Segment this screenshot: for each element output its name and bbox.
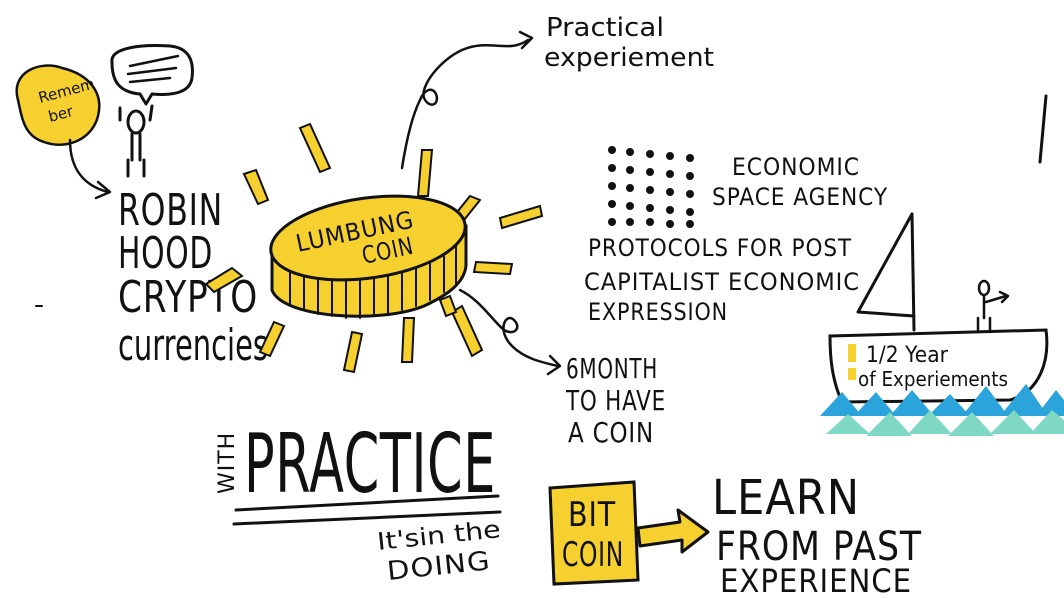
protocols-line-3: EXPRESSION (588, 298, 728, 326)
bitcoin-box: BIT COIN (548, 480, 640, 586)
learn-line-3: EXPERIENCE (720, 562, 912, 598)
robin-line-4: currencies (118, 320, 268, 371)
wave-icon (820, 384, 1064, 436)
learn-line-1: LEARN (712, 470, 860, 526)
remember-arrowhead-icon (94, 180, 112, 200)
boat-line-1: 1/2 Year (866, 343, 949, 368)
protocols-line-2: CAPITALIST ECONOMIC (584, 268, 860, 296)
stick-figure-icon (118, 104, 154, 178)
months-line-2: TO HAVE (565, 384, 666, 417)
practical-arrow-icon (400, 38, 530, 170)
dot-grid-icon (608, 146, 694, 228)
months-line-1: 6MONTH (566, 352, 658, 385)
bitcoin-line-1: BIT (568, 495, 616, 535)
bitcoin-line-2: COIN (562, 535, 624, 575)
esa-line-1: ECONOMIC (732, 153, 860, 181)
speech-bubble-icon (110, 44, 194, 106)
practical-line-2: experiement (544, 43, 714, 73)
practical-arrowhead-icon (518, 30, 534, 50)
practical-line-1: Practical (546, 13, 664, 43)
learn-line-2: FROM PAST (716, 524, 922, 570)
months-arrowhead-icon (546, 354, 562, 376)
sailboat-icon: 1/2 Year of Experiements (828, 94, 1049, 404)
protocols-line-1: PROTOCOLS FOR POST (588, 234, 852, 262)
arrow-icon (636, 508, 710, 554)
practice-underline-2 (232, 510, 502, 526)
remember-arrow-icon (68, 138, 110, 194)
practice-with: WITH (215, 432, 240, 494)
months-line-3: A COIN (568, 416, 654, 449)
practice-underline-1 (234, 494, 500, 512)
robin-line-1: ROBIN (118, 185, 223, 236)
robin-hood-text: ROBIN HOOD CRYPTO currencies (118, 185, 268, 371)
boat-line-2: of Experiements (858, 367, 1008, 391)
remember-bubble: Remem ber (15, 64, 101, 146)
esa-line-2: SPACE AGENCY (712, 183, 888, 211)
robin-line-2: HOOD (118, 228, 213, 279)
months-arrow-icon (458, 288, 560, 368)
coin-icon: LUMBUNG COIN (269, 194, 468, 319)
practice-title: PRACTICE (244, 417, 496, 512)
